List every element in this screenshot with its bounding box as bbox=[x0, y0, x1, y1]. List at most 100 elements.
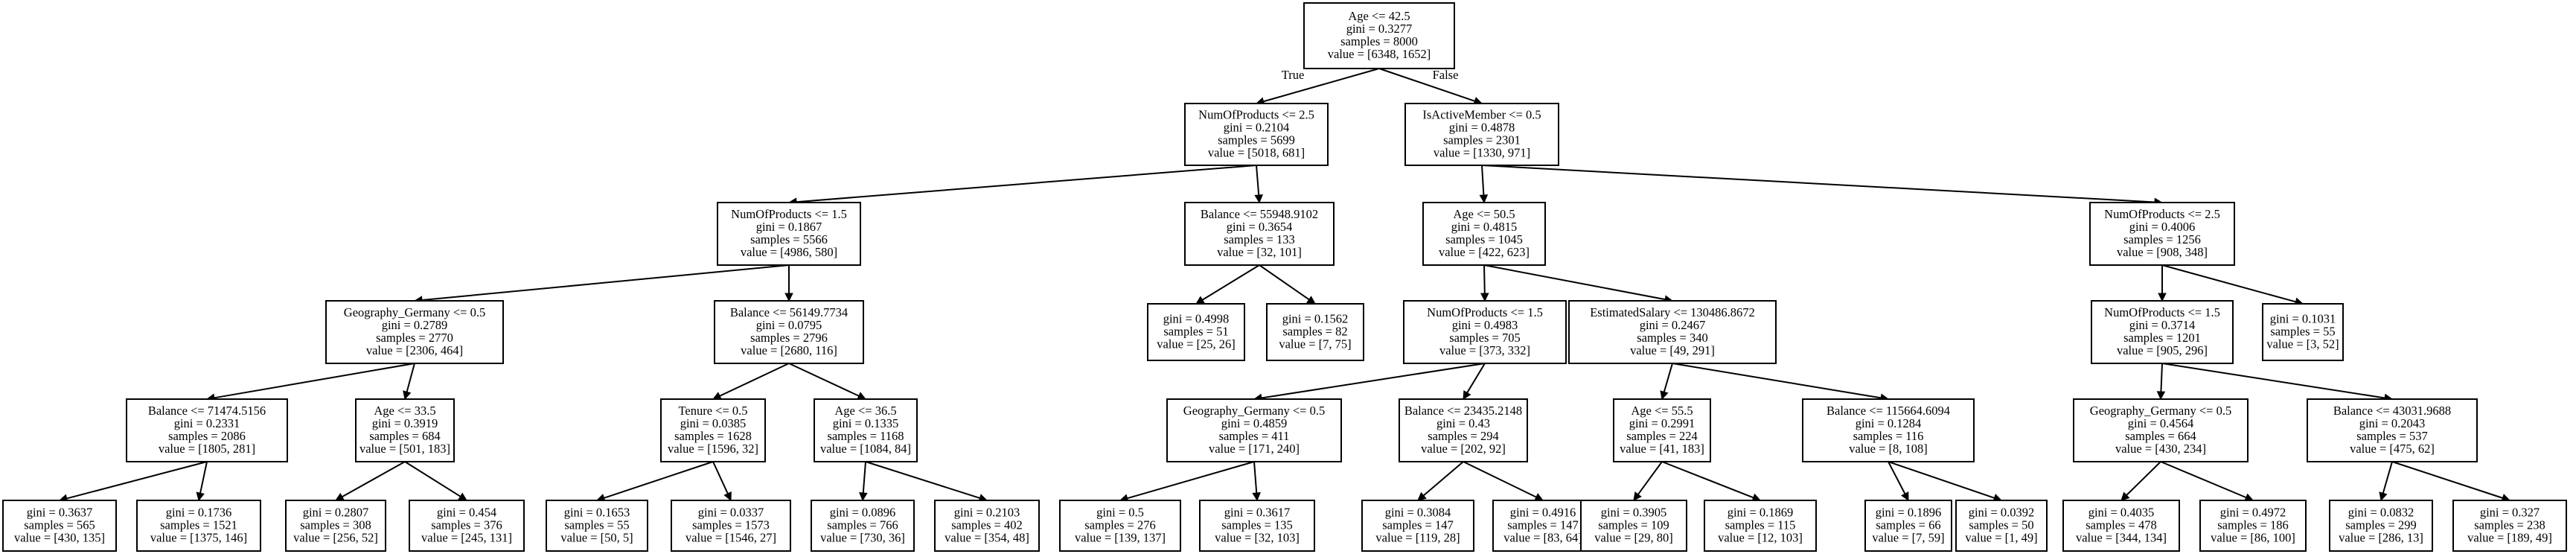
arrowhead-icon bbox=[857, 392, 867, 400]
node-value: value = [1596, 32] bbox=[668, 442, 758, 456]
tree-edge bbox=[413, 264, 790, 305]
edge-line bbox=[796, 165, 1257, 203]
node-value: value = [430, 135] bbox=[14, 531, 105, 545]
node-box bbox=[1184, 103, 1329, 166]
node-condition: Balance <= 43031.9688 bbox=[2333, 404, 2451, 418]
node-box bbox=[1147, 303, 1245, 361]
node-gini: gini = 0.3617 bbox=[1224, 506, 1291, 520]
node-value: value = [354, 48] bbox=[945, 531, 1029, 545]
node-box bbox=[934, 500, 1040, 552]
node-box bbox=[285, 500, 386, 552]
node-samples: samples = 55 bbox=[564, 518, 629, 532]
tree-edge bbox=[58, 461, 208, 503]
node-value: value = [32, 103] bbox=[1215, 531, 1300, 545]
node-value: value = [202, 92] bbox=[1421, 442, 1506, 456]
node-gini: gini = 0.1736 bbox=[166, 506, 232, 520]
node-box bbox=[2452, 500, 2567, 552]
node-value: value = [422, 623] bbox=[1439, 245, 1530, 259]
node-samples: samples = 402 bbox=[951, 518, 1022, 532]
node-box bbox=[1613, 398, 1711, 462]
node-gini: gini = 0.4815 bbox=[1451, 220, 1518, 234]
node-box bbox=[1059, 500, 1181, 552]
arrowhead-icon bbox=[403, 390, 412, 401]
edge-line bbox=[1481, 165, 1485, 196]
node-value: value = [245, 131] bbox=[421, 531, 512, 545]
node-samples: samples = 1256 bbox=[2123, 232, 2201, 246]
node-box bbox=[2262, 303, 2344, 361]
node-gini: gini = 0.4998 bbox=[1163, 312, 1230, 326]
node-box bbox=[1422, 202, 1546, 266]
edge-line bbox=[2160, 363, 2163, 392]
node-condition: Balance <= 71474.5156 bbox=[148, 404, 266, 418]
node-samples: samples = 537 bbox=[2356, 429, 2427, 443]
node-condition: Geography_Germany <= 0.5 bbox=[2090, 404, 2231, 418]
edge-line bbox=[214, 363, 415, 399]
tree-edge: True bbox=[1255, 68, 1380, 106]
node-gini: gini = 0.3654 bbox=[1227, 220, 1293, 234]
node-value: value = [41, 183] bbox=[1620, 442, 1704, 456]
edge-line bbox=[1256, 165, 1260, 196]
node-gini: gini = 0.0832 bbox=[2348, 506, 2414, 520]
tree-edge: False bbox=[1378, 68, 1483, 106]
node-box bbox=[355, 398, 455, 462]
node-value: value = [12, 103] bbox=[1718, 531, 1803, 545]
node-gini: gini = 0.3084 bbox=[1385, 506, 1451, 520]
node-gini: gini = 0.1653 bbox=[564, 506, 630, 520]
node-value: value = [25, 26] bbox=[1157, 337, 1236, 351]
edge-line bbox=[1483, 264, 1666, 301]
edge-line bbox=[1888, 461, 1995, 499]
edge-line bbox=[1261, 363, 1486, 399]
node-samples: samples = 294 bbox=[1428, 429, 1498, 443]
node-gini: gini = 0.2331 bbox=[174, 416, 240, 430]
node-gini: gini = 0.2103 bbox=[954, 506, 1020, 520]
tree-edge bbox=[205, 363, 415, 402]
node-box bbox=[546, 500, 648, 552]
node-box bbox=[2091, 300, 2234, 364]
node-condition: Geography_Germany <= 0.5 bbox=[344, 305, 485, 319]
node-box bbox=[325, 300, 504, 364]
edge-line bbox=[1637, 461, 1663, 495]
node-gini: gini = 0.1031 bbox=[2270, 312, 2336, 326]
node-box bbox=[811, 500, 915, 552]
arrowhead-icon bbox=[1660, 390, 1669, 401]
node-box bbox=[1199, 500, 1315, 552]
arrowhead-icon bbox=[712, 392, 722, 400]
node-box bbox=[1303, 2, 1455, 69]
node-value: value = [475, 62] bbox=[2350, 442, 2435, 456]
node-value: value = [1546, 27] bbox=[685, 531, 776, 545]
node-samples: samples = 66 bbox=[1876, 518, 1940, 532]
tree-edge bbox=[1417, 461, 1464, 501]
node-samples: samples = 299 bbox=[2345, 518, 2416, 532]
node-value: value = [256, 52] bbox=[293, 531, 378, 545]
node-samples: samples = 705 bbox=[1449, 331, 1520, 345]
tree-edge bbox=[1480, 264, 1489, 302]
edge-line bbox=[1259, 264, 1310, 301]
node-value: value = [32, 101] bbox=[1217, 245, 1302, 259]
arrowhead-icon bbox=[723, 491, 732, 502]
edge-label-false: False bbox=[1433, 68, 1459, 82]
tree-edge bbox=[1259, 264, 1316, 305]
edge-line bbox=[719, 363, 790, 397]
node-gini: gini = 0.0385 bbox=[680, 416, 747, 430]
node-value: value = [83, 64] bbox=[1503, 531, 1582, 545]
node-condition: Balance <= 56149.7734 bbox=[730, 305, 848, 319]
node-samples: samples = 1521 bbox=[160, 518, 237, 532]
node-samples: samples = 133 bbox=[1224, 232, 1294, 246]
edge-line bbox=[1888, 461, 1906, 494]
